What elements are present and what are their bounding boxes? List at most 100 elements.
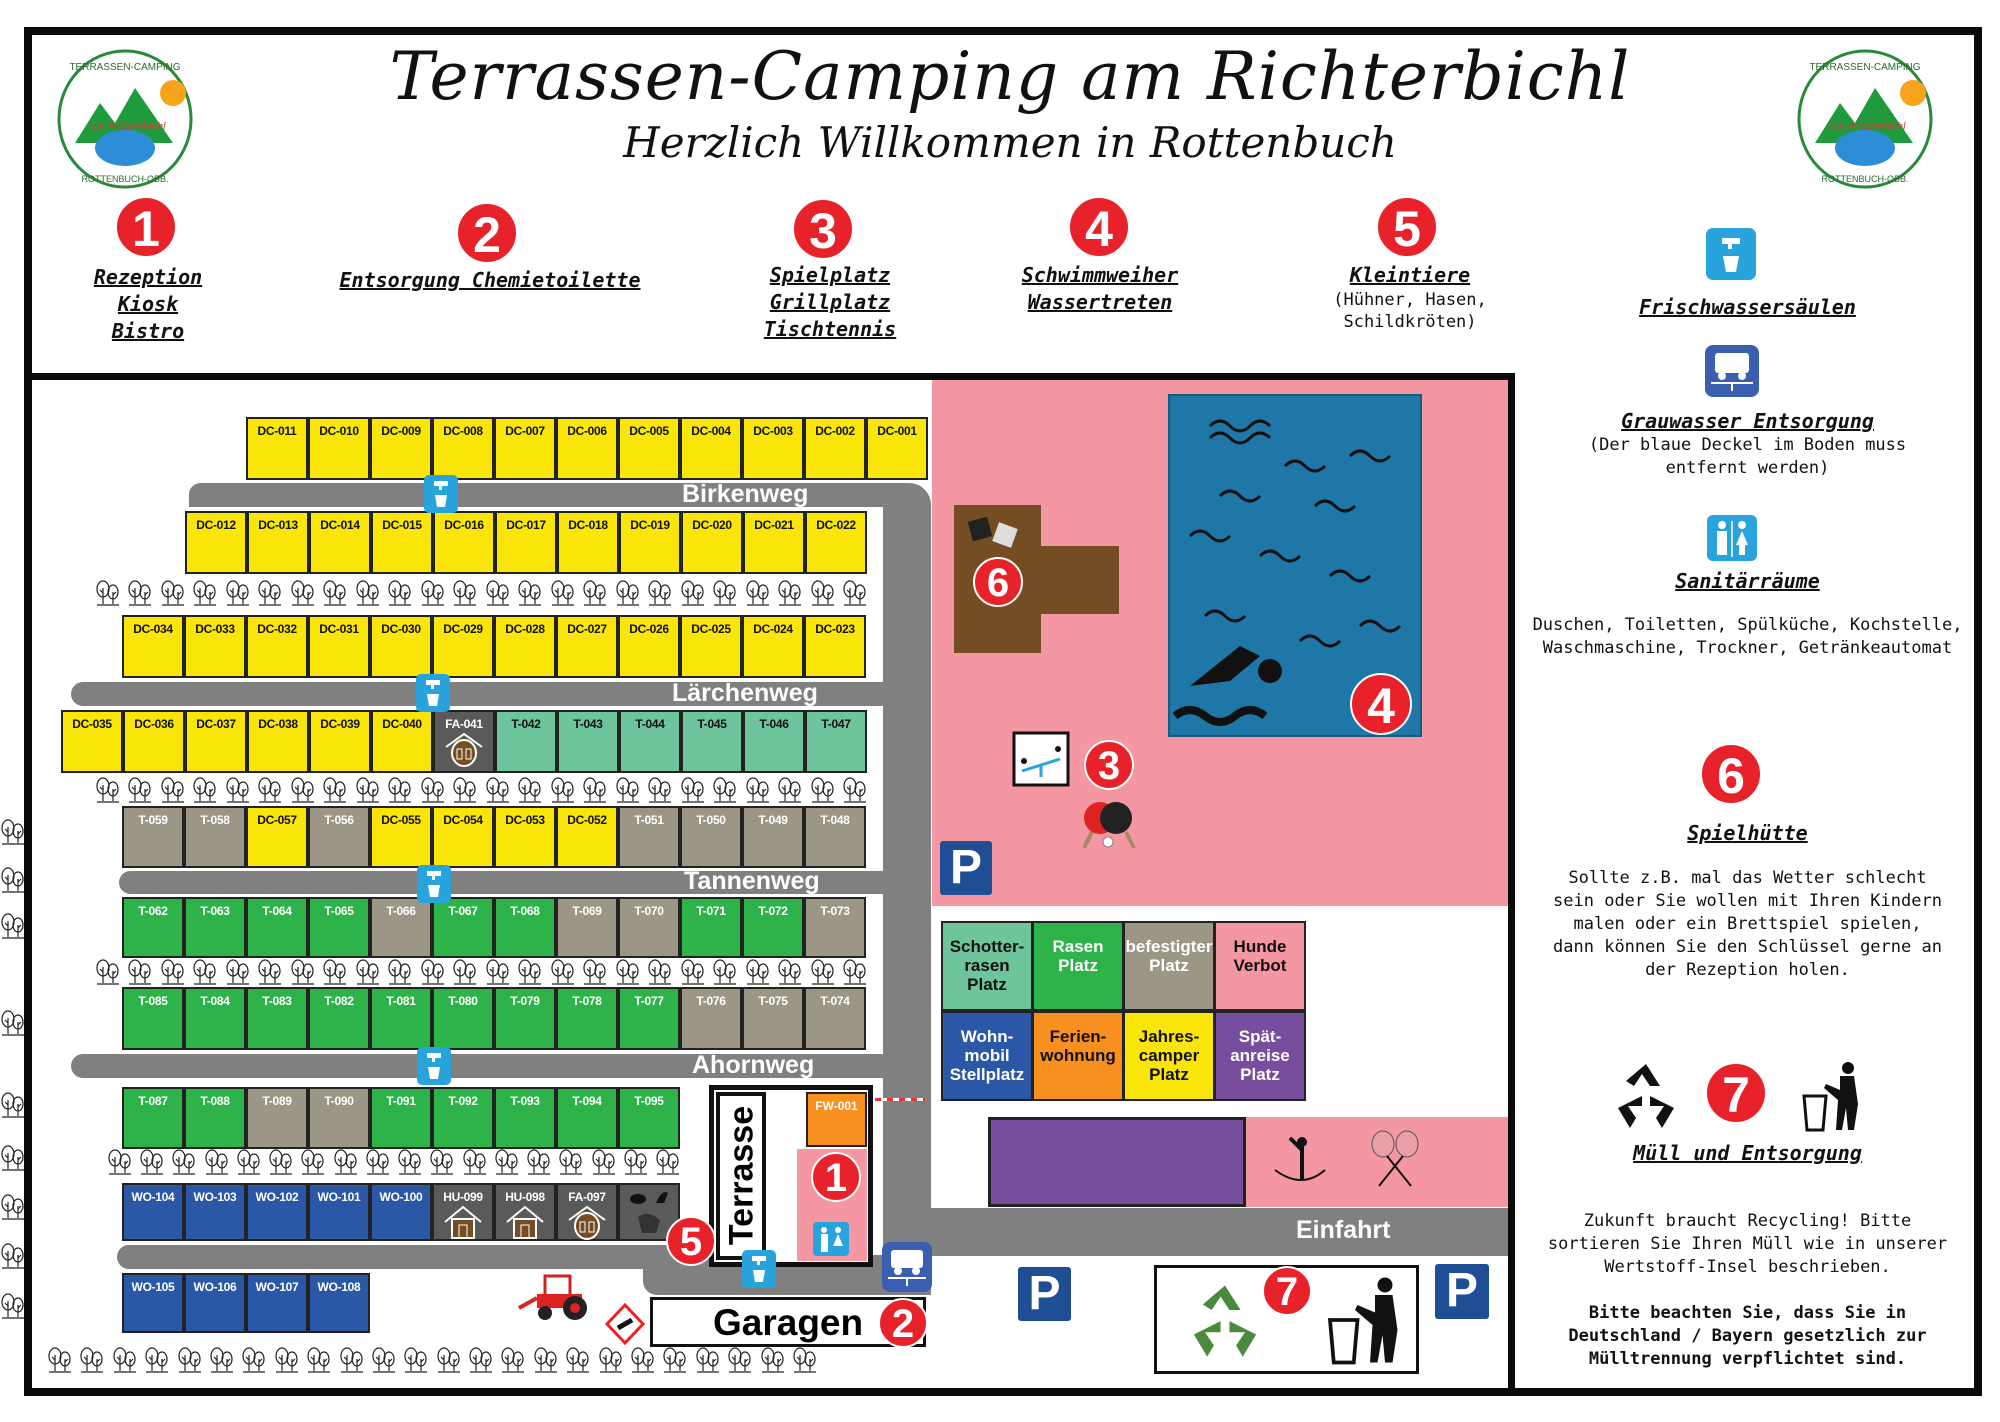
plot-DC-013[interactable]: DC-013 [247,511,309,574]
plot-T-085[interactable]: T-085 [122,987,184,1050]
plot-WO-101[interactable]: WO-101 [308,1183,370,1241]
plot-T-049[interactable]: T-049 [742,806,804,868]
plot-DC-017[interactable]: DC-017 [495,511,557,574]
plot-T-064[interactable]: T-064 [246,897,308,958]
plot-T-075[interactable]: T-075 [742,987,804,1050]
plot-T-092[interactable]: T-092 [432,1087,494,1149]
plot-DC-039[interactable]: DC-039 [309,710,371,773]
plot-DC-004[interactable]: DC-004 [680,417,742,480]
plot-DC-026[interactable]: DC-026 [618,615,680,678]
plot-DC-003[interactable]: DC-003 [742,417,804,480]
plot-DC-027[interactable]: DC-027 [556,615,618,678]
plot-T-088[interactable]: T-088 [184,1087,246,1149]
plot-T-069[interactable]: T-069 [556,897,618,958]
plot-T-081[interactable]: T-081 [370,987,432,1050]
plot-T-067[interactable]: T-067 [432,897,494,958]
plot-WO-102[interactable]: WO-102 [246,1183,308,1241]
plot-DC-037[interactable]: DC-037 [185,710,247,773]
plot-T-087[interactable]: T-087 [122,1087,184,1149]
plot-FW-001[interactable]: FW-001 [806,1092,867,1147]
plot-T-094[interactable]: T-094 [556,1087,618,1149]
plot-DC-012[interactable]: DC-012 [185,511,247,574]
plot-DC-020[interactable]: DC-020 [681,511,743,574]
plot-T-072[interactable]: T-072 [742,897,804,958]
plot-HU-099[interactable]: HU-099 [432,1183,494,1241]
plot-T-076[interactable]: T-076 [680,987,742,1050]
plot-T-089[interactable]: T-089 [246,1087,308,1149]
plot-DC-031[interactable]: DC-031 [308,615,370,678]
plot-T-059[interactable]: T-059 [122,806,184,868]
plot-T-046[interactable]: T-046 [743,710,805,773]
plot-T-051[interactable]: T-051 [618,806,680,868]
plot-DC-002[interactable]: DC-002 [804,417,866,480]
plot-DC-025[interactable]: DC-025 [680,615,742,678]
plot-T-082[interactable]: T-082 [308,987,370,1050]
plot-T-091[interactable]: T-091 [370,1087,432,1149]
plot-DC-022[interactable]: DC-022 [805,511,867,574]
plot-DC-052[interactable]: DC-052 [556,806,618,868]
plot-T-066[interactable]: T-066 [370,897,432,958]
plot-T-073[interactable]: T-073 [804,897,866,958]
plot-T-048[interactable]: T-048 [804,806,866,868]
barrier-icon[interactable] [875,1098,925,1101]
plot-DC-016[interactable]: DC-016 [433,511,495,574]
plot-DC-053[interactable]: DC-053 [494,806,556,868]
plot-DC-005[interactable]: DC-005 [618,417,680,480]
plot-DC-035[interactable]: DC-035 [61,710,123,773]
plot-DC-001[interactable]: DC-001 [866,417,928,480]
plot-WO-105[interactable]: WO-105 [122,1273,184,1333]
plot-T-074[interactable]: T-074 [804,987,866,1050]
small-animals-enclosure[interactable] [618,1183,680,1241]
plot-DC-019[interactable]: DC-019 [619,511,681,574]
plot-WO-103[interactable]: WO-103 [184,1183,246,1241]
plot-T-062[interactable]: T-062 [122,897,184,958]
plot-WO-107[interactable]: WO-107 [246,1273,308,1333]
plot-T-078[interactable]: T-078 [556,987,618,1050]
plot-DC-015[interactable]: DC-015 [371,511,433,574]
plot-DC-028[interactable]: DC-028 [494,615,556,678]
plot-DC-023[interactable]: DC-023 [804,615,866,678]
plot-DC-009[interactable]: DC-009 [370,417,432,480]
plot-T-043[interactable]: T-043 [557,710,619,773]
plot-DC-008[interactable]: DC-008 [432,417,494,480]
plot-T-080[interactable]: T-080 [432,987,494,1050]
plot-FA-041[interactable]: FA-041 [433,710,495,773]
plot-DC-024[interactable]: DC-024 [742,615,804,678]
plot-HU-098[interactable]: HU-098 [494,1183,556,1241]
plot-DC-007[interactable]: DC-007 [494,417,556,480]
plot-DC-010[interactable]: DC-010 [308,417,370,480]
plot-T-056[interactable]: T-056 [308,806,370,868]
plot-T-079[interactable]: T-079 [494,987,556,1050]
plot-T-042[interactable]: T-042 [495,710,557,773]
plot-DC-029[interactable]: DC-029 [432,615,494,678]
plot-DC-038[interactable]: DC-038 [247,710,309,773]
plot-DC-036[interactable]: DC-036 [123,710,185,773]
plot-T-065[interactable]: T-065 [308,897,370,958]
plot-T-045[interactable]: T-045 [681,710,743,773]
plot-FA-097[interactable]: FA-097 [556,1183,618,1241]
plot-WO-108[interactable]: WO-108 [308,1273,370,1333]
plot-WO-104[interactable]: WO-104 [122,1183,184,1241]
plot-DC-054[interactable]: DC-054 [432,806,494,868]
plot-DC-033[interactable]: DC-033 [184,615,246,678]
plot-DC-030[interactable]: DC-030 [370,615,432,678]
plot-T-083[interactable]: T-083 [246,987,308,1050]
plot-DC-018[interactable]: DC-018 [557,511,619,574]
plot-DC-034[interactable]: DC-034 [122,615,184,678]
plot-T-090[interactable]: T-090 [308,1087,370,1149]
plot-T-077[interactable]: T-077 [618,987,680,1050]
plot-DC-011[interactable]: DC-011 [246,417,308,480]
plot-T-084[interactable]: T-084 [184,987,246,1050]
plot-DC-040[interactable]: DC-040 [371,710,433,773]
plot-WO-100[interactable]: WO-100 [370,1183,432,1241]
plot-DC-055[interactable]: DC-055 [370,806,432,868]
plot-T-095[interactable]: T-095 [618,1087,680,1149]
plot-T-068[interactable]: T-068 [494,897,556,958]
plot-T-044[interactable]: T-044 [619,710,681,773]
plot-DC-032[interactable]: DC-032 [246,615,308,678]
plot-T-071[interactable]: T-071 [680,897,742,958]
plot-T-070[interactable]: T-070 [618,897,680,958]
plot-T-050[interactable]: T-050 [680,806,742,868]
plot-T-058[interactable]: T-058 [184,806,246,868]
plot-T-093[interactable]: T-093 [494,1087,556,1149]
